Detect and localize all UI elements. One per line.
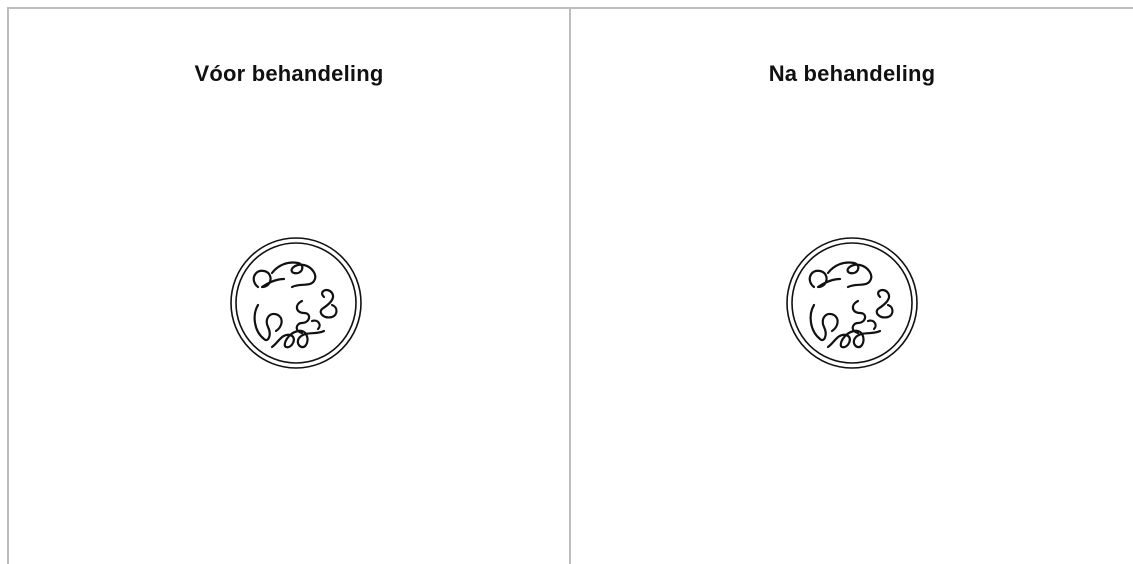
- panel-before-treatment: Vóor behandeling: [9, 9, 569, 564]
- cell-with-tangled-dna-icon: [228, 235, 364, 371]
- cell-with-tangled-dna-icon: [784, 235, 920, 371]
- panel-title-after: Na behandeling: [571, 61, 1133, 87]
- panel-title-before: Vóor behandeling: [9, 61, 569, 87]
- panel-after-treatment: Na behandeling: [571, 9, 1133, 564]
